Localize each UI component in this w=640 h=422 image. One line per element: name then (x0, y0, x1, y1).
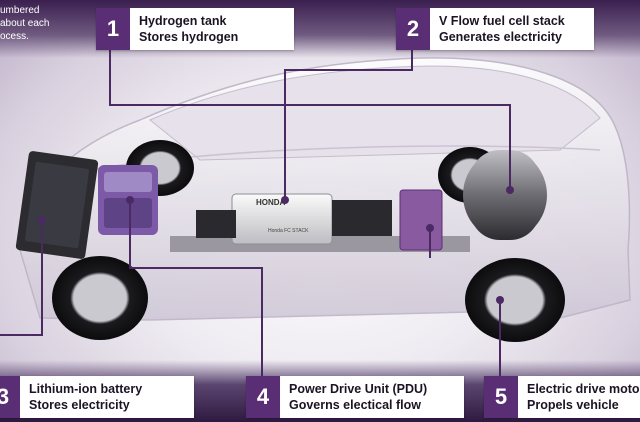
callout-fuel-cell-stack: 2 V Flow fuel cell stack Generates elect… (396, 8, 594, 50)
callout-pdu: 4 Power Drive Unit (PDU) Governs electic… (246, 376, 464, 418)
line-2 (284, 42, 413, 200)
callout-desc: Propels vehicle (527, 398, 619, 412)
stack-sublabel: Honda FC STACK (268, 228, 309, 234)
callout-title: Electric drive moto (527, 382, 640, 396)
callout-title: Lithium-ion battery (29, 382, 143, 396)
battery-pack (399, 189, 443, 251)
callout-number: 1 (96, 8, 130, 50)
line-1 (109, 42, 511, 190)
callout-title: Hydrogen tank (139, 14, 227, 28)
connector-lines (0, 42, 511, 378)
line-3 (0, 220, 43, 336)
car-windows (149, 65, 601, 161)
callout-desc: Generates electricity (439, 30, 562, 44)
line-4 (129, 200, 263, 378)
intro-text: umbered about each ocess. (0, 4, 70, 43)
wheel-rear-right (465, 258, 565, 342)
callout-desc: Governs electical flow (289, 398, 421, 412)
intro-line-3: ocess. (0, 31, 29, 42)
callout-number: 2 (396, 8, 430, 50)
callout-lithium-battery: 3 Lithium-ion battery Stores electricity (0, 376, 194, 418)
callout-hydrogen-tank: 1 Hydrogen tank Stores hydrogen (96, 8, 294, 50)
callout-title: Power Drive Unit (PDU) (289, 382, 428, 396)
callout-electric-motor: 5 Electric drive moto Propels vehicle (484, 376, 640, 418)
wheel-front-left (52, 256, 148, 340)
callout-number: 3 (0, 376, 20, 418)
callout-number: 5 (484, 376, 518, 418)
stack-label: HONDA (256, 198, 286, 207)
intro-line-1: umbered (0, 5, 40, 16)
callout-title: V Flow fuel cell stack (439, 14, 565, 28)
callout-desc: Stores electricity (29, 398, 130, 412)
callout-desc: Stores hydrogen (139, 30, 239, 44)
callout-number: 4 (246, 376, 280, 418)
intro-line-2: about each (0, 18, 50, 29)
